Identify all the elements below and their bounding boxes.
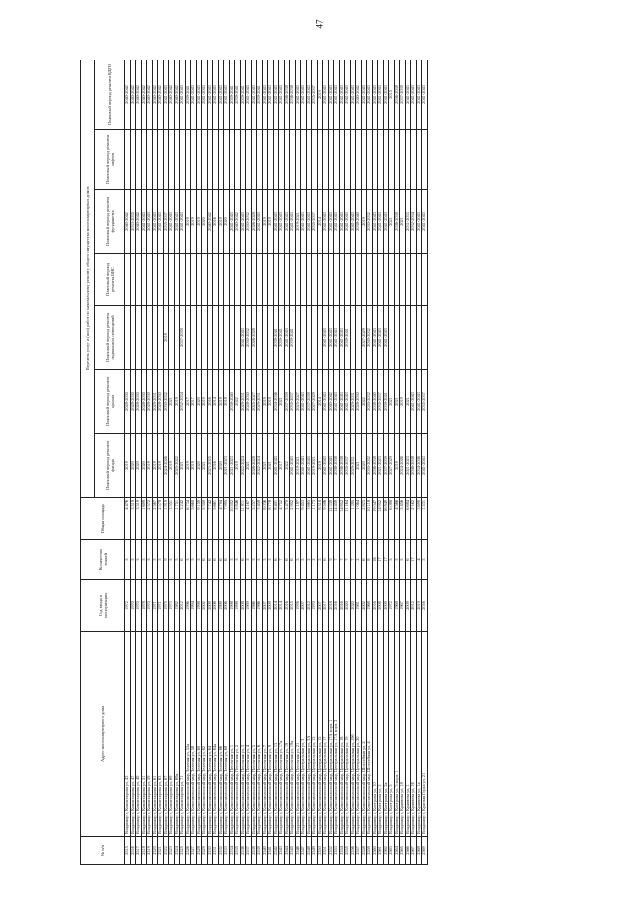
cell-area: 1 531 (421, 497, 427, 540)
cell-address: Владимир г, Красная Горка ул, 21 (421, 631, 427, 837)
header-address: Адрес многоквартирного дома (80, 631, 125, 837)
cell-basement (421, 305, 427, 370)
cell-lift (421, 129, 427, 190)
header-floors: Количество этажей (80, 539, 125, 580)
header-works-group: Перечень услуг и (или) работ по капиталь… (80, 60, 95, 498)
rotated-page: № п/п Адрес многоквартирного дома Год вв… (80, 60, 580, 865)
header-basement: Плановый период ремонта подвальных помещ… (94, 305, 125, 370)
header-gas: Плановый период ремонта ВДГО (94, 60, 125, 130)
header-foundation: Плановый период ремонта фундамента (94, 189, 125, 254)
header-facade: Плановый период ремонта фасада (94, 433, 125, 498)
header-area: Общая площадь (80, 497, 125, 540)
cell-foundation: 2041-2043 (421, 189, 427, 254)
cell-num: 2569 (421, 836, 427, 865)
repair-schedule-table: № п/п Адрес многоквартирного дома Год вв… (80, 60, 428, 865)
cell-gas: 2041-2043 (421, 60, 427, 130)
header-num: № п/п (80, 836, 125, 865)
header-year: Год ввода в эксплуатацию (80, 579, 125, 632)
cell-vis (421, 253, 427, 306)
page-number: 47 (314, 19, 324, 29)
cell-year: 2016 (421, 579, 427, 632)
cell-roof: 2035-2037 (421, 369, 427, 434)
header-lift: Плановый период ремонта лифтов (94, 129, 125, 190)
header-vis: Плановый период ремонта ВИС (94, 253, 125, 306)
cell-floors: 5 (421, 539, 427, 580)
cell-facade: 2041-2043 (421, 433, 427, 498)
header-roof: Плановый период ремонта крыши (94, 369, 125, 434)
table-container: № п/п Адрес многоквартирного дома Год вв… (80, 60, 580, 865)
